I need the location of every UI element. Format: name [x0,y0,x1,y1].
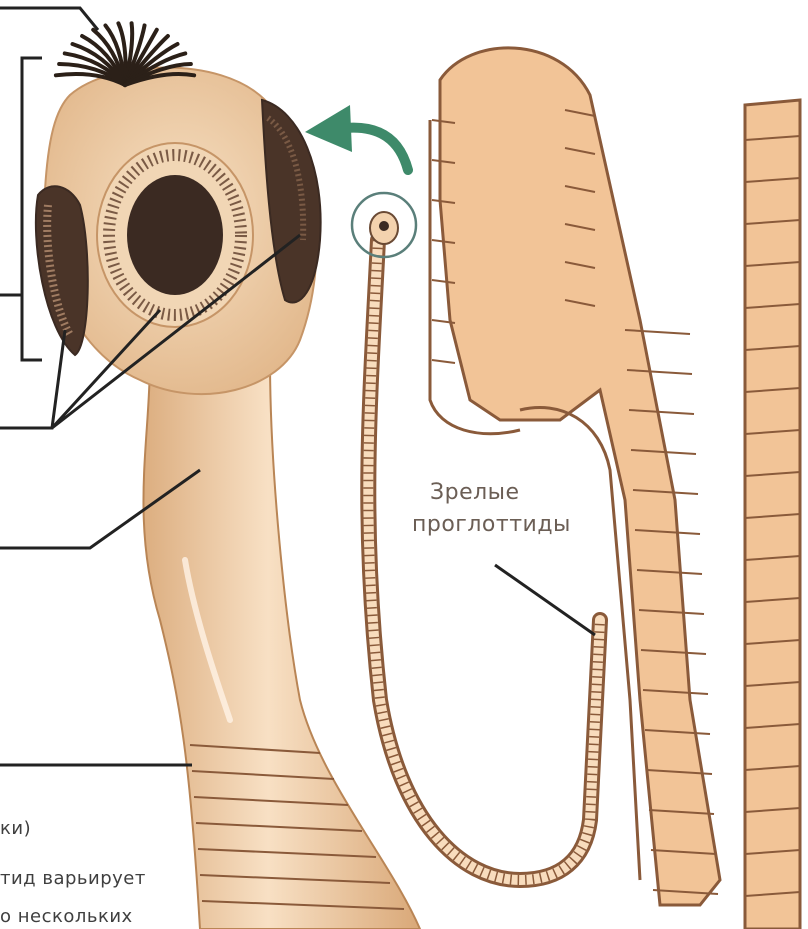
label-fragment-3: о нескольких [0,906,133,927]
label-mature-proglottids-2: проглоттиды [412,512,571,537]
sucker-left [36,186,88,355]
curved-arrow-icon [305,105,408,170]
hook-crown-icon [56,23,194,85]
label-mature-proglottids-1: Зрелые [430,480,520,505]
strobila-middle [430,48,720,905]
sucker-front [97,143,253,327]
segment-line [432,360,455,363]
label-fragment-1: ки) [0,818,31,839]
label-fragment-2: тид варьирует [0,868,146,889]
